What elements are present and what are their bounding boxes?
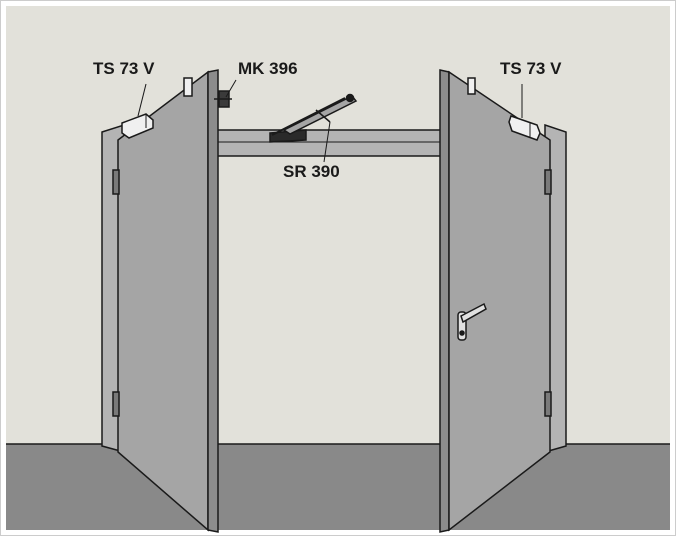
- left-door-panel: [117, 70, 209, 532]
- floor: [6, 444, 670, 530]
- leader-mechanism: [225, 79, 237, 98]
- right-door: [439, 69, 552, 533]
- sr390-coordinator: [269, 93, 358, 143]
- label-ts73v-left: TS 73 V: [93, 59, 155, 78]
- door-handle-lever: [460, 302, 487, 324]
- label-ts73v-right: TS 73 V: [500, 59, 562, 78]
- leader-lines: [137, 79, 523, 163]
- right-closer-slide: [467, 77, 476, 95]
- left-hinge-top: [112, 169, 120, 195]
- left-door: [112, 69, 219, 533]
- right-hinge-top: [544, 169, 552, 195]
- right-hinge-bottom: [544, 391, 552, 417]
- right-door-panel: [448, 70, 551, 532]
- right-closer-body: [508, 115, 541, 141]
- leader-closer-left: [137, 83, 147, 117]
- label-sr390: SR 390: [283, 162, 340, 181]
- label-mk396: MK 396: [238, 59, 298, 78]
- left-closer-slide: [183, 77, 193, 97]
- leader-coordinator: [323, 121, 331, 163]
- right-door-edge: [439, 69, 450, 533]
- left-door-edge: [207, 69, 219, 533]
- left-hinge-bottom: [112, 391, 120, 417]
- mk396-mechanism: [214, 90, 232, 108]
